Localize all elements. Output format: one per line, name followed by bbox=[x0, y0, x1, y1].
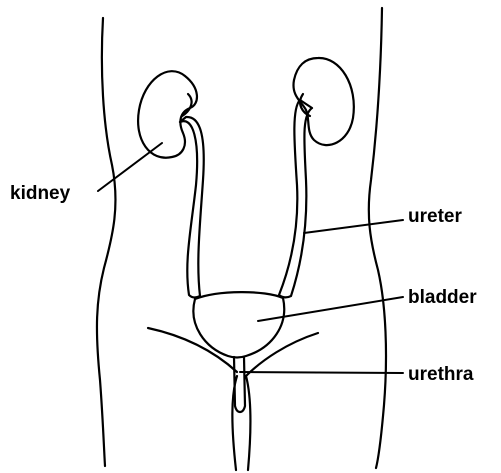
label-kidney: kidney bbox=[10, 183, 71, 204]
label-bladder: bladder bbox=[408, 287, 477, 308]
bladder-group bbox=[193, 292, 284, 412]
groin-line-left bbox=[148, 328, 237, 372]
bladder bbox=[193, 292, 284, 357]
left-kidney-group bbox=[138, 71, 204, 297]
urethra bbox=[234, 357, 245, 412]
groin-line-right bbox=[246, 333, 318, 376]
left-ureter bbox=[180, 117, 204, 297]
body-outline-right bbox=[369, 8, 386, 468]
right-ureter bbox=[279, 100, 312, 297]
bladder-leader bbox=[258, 297, 403, 321]
body-outline bbox=[97, 8, 386, 470]
leader-lines bbox=[98, 143, 403, 373]
urethra-leader bbox=[240, 372, 403, 373]
ureter-leader bbox=[304, 220, 403, 233]
right-kidney-group bbox=[279, 58, 354, 297]
left-kidney bbox=[138, 71, 197, 158]
body-outline-left bbox=[97, 18, 116, 466]
label-urethra: urethra bbox=[408, 364, 474, 385]
kidney-leader bbox=[98, 143, 162, 191]
label-ureter: ureter bbox=[408, 206, 462, 227]
inner-thigh-right bbox=[246, 376, 250, 470]
